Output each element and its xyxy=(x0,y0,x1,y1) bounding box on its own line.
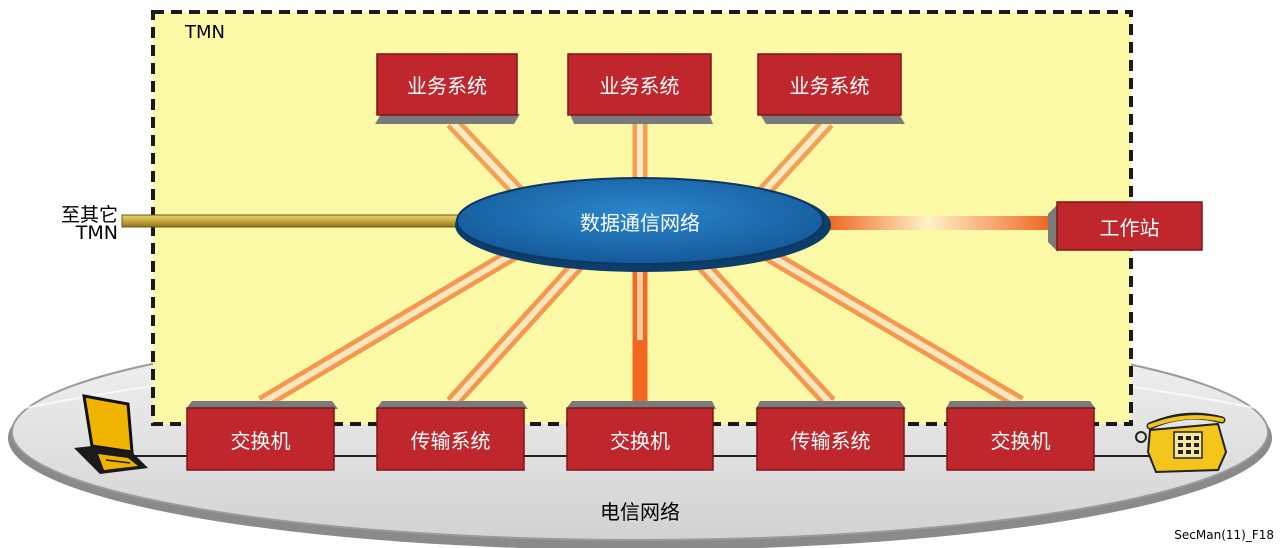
dcn-links xyxy=(258,116,1060,410)
link-business-3 xyxy=(756,116,834,200)
business-system-label-3: 业务系统 xyxy=(789,74,870,98)
other-tmn-link xyxy=(121,214,468,228)
dcn-cloud xyxy=(455,177,831,272)
link-workstation xyxy=(820,216,1060,230)
workstation-label: 工作站 xyxy=(1099,215,1160,240)
business-system-box-1 xyxy=(375,53,520,124)
telecom-node-label-4: 传输系统 xyxy=(790,428,871,453)
dcn-label: 数据通信网络 xyxy=(580,210,700,235)
workstation-box xyxy=(1048,201,1203,252)
telecom-node-label-3: 交换机 xyxy=(610,428,670,453)
telecom-node-box-3 xyxy=(566,401,716,471)
tmn-label: TMN xyxy=(185,22,225,43)
link-node-5 xyxy=(753,241,1024,410)
telecom-node-box-4 xyxy=(756,401,906,471)
link-node-1 xyxy=(258,241,527,410)
telecom-node-label-2: 传输系统 xyxy=(410,428,491,453)
business-system-box-3 xyxy=(757,53,905,124)
telecom-node-label-1: 交换机 xyxy=(230,428,291,453)
link-business-1 xyxy=(446,116,526,200)
telecom-node-label-5: 交换机 xyxy=(990,428,1051,453)
laptop-icon xyxy=(74,394,148,474)
telecom-node-box-2 xyxy=(376,401,528,471)
business-system-label-1: 业务系统 xyxy=(407,74,487,98)
telephone-icon xyxy=(1135,412,1228,474)
telecom-network-label: 电信网络 xyxy=(600,500,680,524)
figure-id: SecMan(11)_F18 xyxy=(1174,528,1274,542)
telecom-node-box-1 xyxy=(186,401,338,471)
other-tmn-label-line1: 至其它 xyxy=(60,204,118,226)
link-node-2 xyxy=(446,256,586,409)
other-tmn-label-line2: TMN xyxy=(75,222,118,244)
business-system-box-2 xyxy=(567,53,713,124)
telecom-node-box-5 xyxy=(946,401,1096,471)
link-node-4 xyxy=(694,256,836,409)
business-system-label-2: 业务系统 xyxy=(599,74,680,98)
